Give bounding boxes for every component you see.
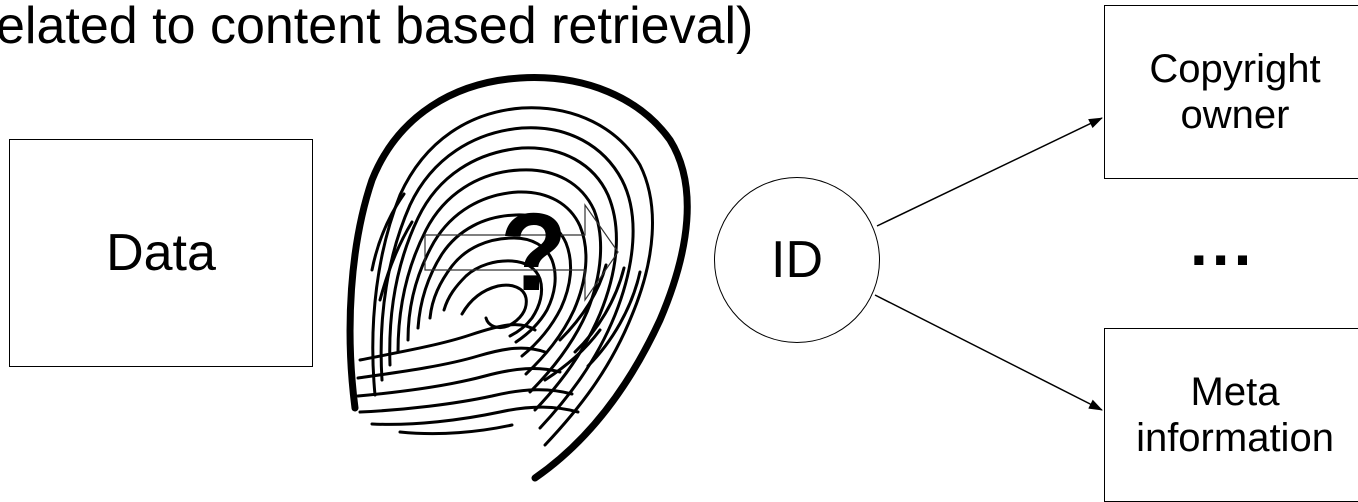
meta-information-label: Meta information xyxy=(1136,370,1334,460)
id-label: ID xyxy=(771,231,823,289)
meta-information-box: Meta information xyxy=(1104,328,1358,502)
ellipsis: ... xyxy=(1190,207,1256,279)
id-node: ID xyxy=(714,177,880,343)
slide-title: elated to content based retrieval) xyxy=(0,0,754,55)
arrow-to-meta xyxy=(874,294,1103,411)
question-mark: ? xyxy=(500,191,567,314)
copyright-owner-label: Copyright owner xyxy=(1149,47,1321,137)
data-box: Data xyxy=(9,139,313,367)
arrow-to-copyright xyxy=(876,117,1103,227)
transform-arrow-icon xyxy=(424,203,619,302)
fingerprint-icon xyxy=(346,74,691,482)
copyright-owner-box: Copyright owner xyxy=(1104,5,1358,179)
data-label: Data xyxy=(106,224,216,282)
